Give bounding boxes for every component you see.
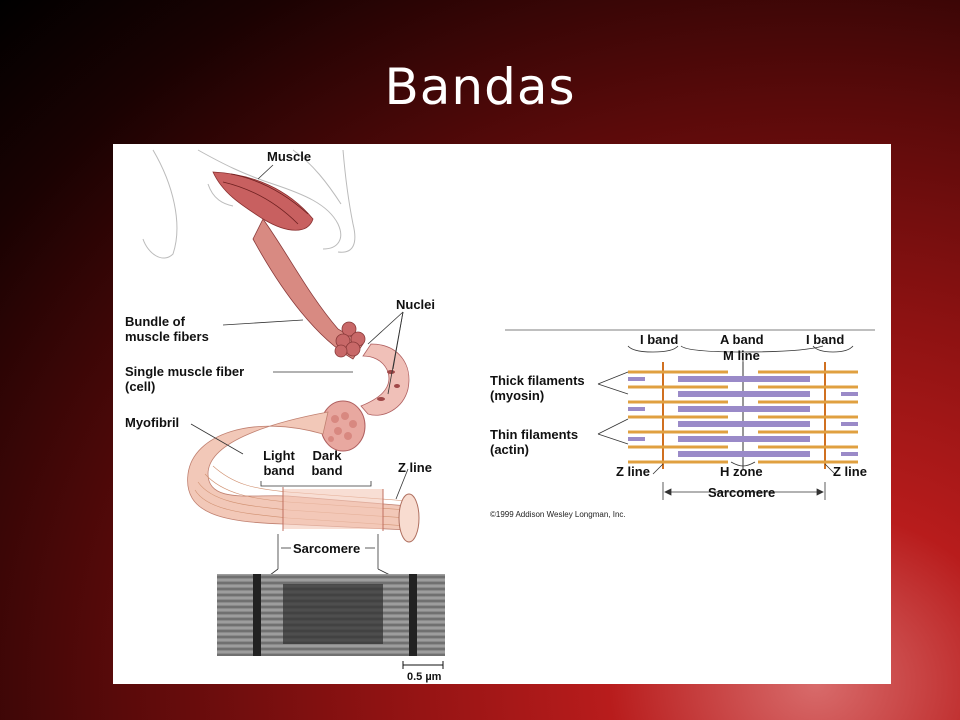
muscle [212,171,314,231]
muscle-structure-figure: Muscle Bundle of muscle fibers Nuclei Si… [113,144,891,684]
label-i-band-left: I band [640,332,679,347]
label-scale: 0.5 µm [407,671,442,683]
sarcomere-diagram [505,329,875,500]
fiber-bundle [252,218,366,360]
single-fiber [360,343,410,416]
label-nuclei: Nuclei [396,297,436,312]
copyright-text: ©1999 Addison Wesley Longman, Inc. [490,510,626,519]
scale-bar [402,661,444,669]
myofibril-bundle [320,400,366,452]
label-thin-line2: (actin) [490,442,529,457]
label-sarcomere-right: Sarcomere [708,485,776,500]
label-dark-band-line1: Dark [312,448,342,463]
label-z-line-right: Z line [833,464,867,479]
electron-micrograph [217,574,445,656]
label-thick-line2: (myosin) [490,388,545,403]
label-z-line: Z line [398,460,432,475]
myofibril [187,411,420,543]
label-dark-band-line2: band [311,463,343,478]
label-thin-line1: Thin filaments [490,427,579,442]
label-m-line: M line [723,348,760,363]
label-sarcomere-left: Sarcomere [293,541,361,556]
label-single-fiber-line2: (cell) [125,379,156,394]
label-bundle-line2: muscle fibers [125,329,209,344]
label-thick-line1: Thick filaments [490,373,585,388]
label-h-zone: H zone [720,464,763,479]
label-myofibril: Myofibril [125,415,180,430]
label-z-line-left: Z line [616,464,650,479]
label-i-band-right: I band [806,332,845,347]
label-bundle-line1: Bundle of [125,314,185,329]
slide-title: Bandas [384,58,576,116]
leader-lines [190,164,409,500]
label-muscle: Muscle [267,149,312,164]
arm-outline [142,149,356,259]
label-a-band: A band [720,332,764,347]
label-single-fiber-line1: Single muscle fiber [125,364,245,379]
label-light-band-line2: band [263,463,295,478]
muscle-hierarchy-illustration [142,149,875,669]
label-light-band-line1: Light [263,448,295,463]
